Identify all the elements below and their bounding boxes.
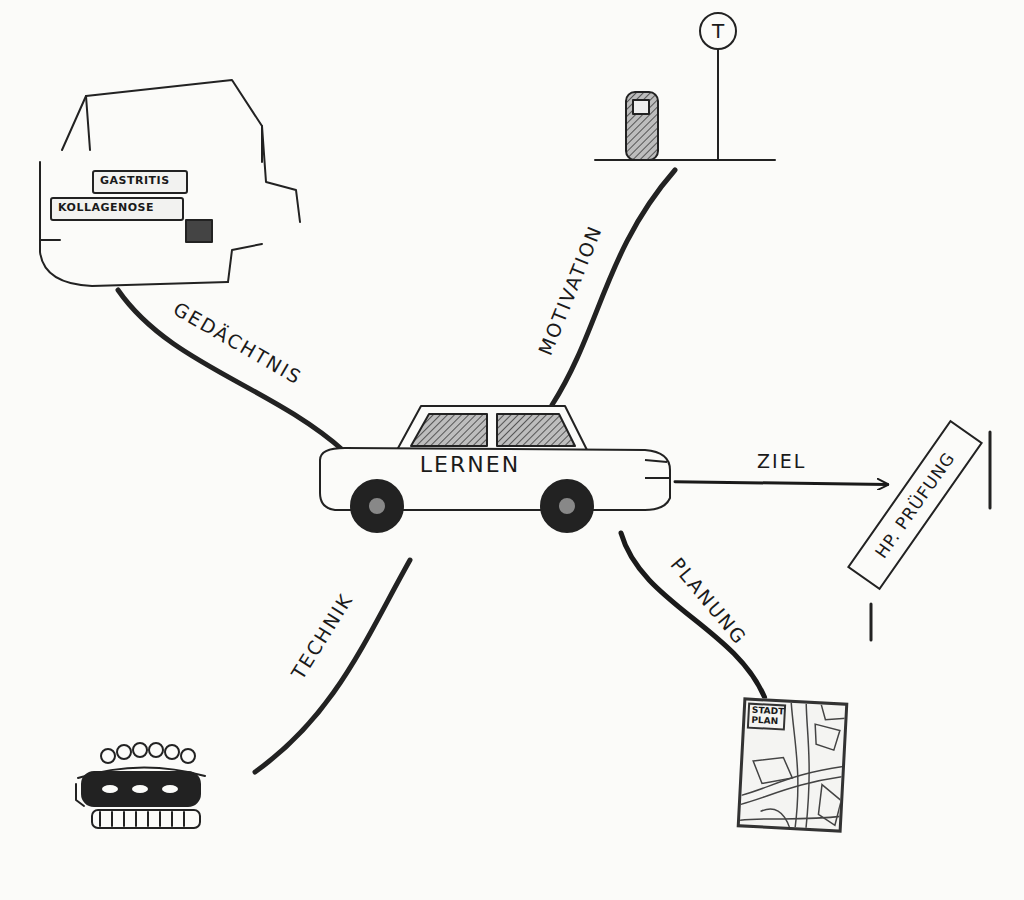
pump-display: [633, 100, 649, 114]
node-text: HP. PRÜFUNG: [871, 448, 959, 562]
car-side: [262, 126, 300, 222]
branch-label: TECHNIK: [287, 589, 357, 683]
node-text: STADT PLAN: [747, 703, 786, 731]
sign-pole: [717, 50, 719, 160]
sign-post: [989, 432, 992, 508]
goal-arrow: [675, 482, 888, 485]
city-map: STADT PLAN: [737, 697, 849, 832]
node-text: LERNEN: [385, 452, 555, 477]
trunk-lid-edge: [86, 96, 90, 150]
engine: [76, 743, 205, 828]
trunk-body: [40, 162, 228, 286]
trunk-lid: [62, 80, 262, 162]
road-sign: HP. PRÜFUNG: [847, 420, 983, 590]
node-text: KOLLAGENOSE: [58, 201, 176, 214]
book-spine: KOLLAGENOSE: [50, 197, 184, 221]
branch-line: [255, 560, 410, 772]
node-text: GASTRITIS: [100, 174, 180, 187]
car-rear: [228, 244, 262, 282]
sign-circle: [700, 13, 736, 49]
trunk-edge: [40, 239, 60, 241]
rear-light: [186, 220, 212, 242]
branch-connector: [621, 533, 765, 697]
branch-line: [118, 290, 345, 452]
sign-letter: T: [712, 19, 724, 43]
ground-line: [595, 159, 775, 161]
edge-label: PLANUNG: [667, 553, 752, 649]
fuel-pump: [626, 92, 658, 160]
branch-label: GEDÄCHTNIS: [170, 297, 306, 388]
sign-post: [870, 604, 873, 640]
edge-label: ZIEL: [757, 450, 806, 472]
branch-label: MOTIVATION: [534, 222, 606, 358]
car-shape: LERNEN: [315, 398, 675, 533]
book-spine: GASTRITIS: [92, 170, 188, 194]
